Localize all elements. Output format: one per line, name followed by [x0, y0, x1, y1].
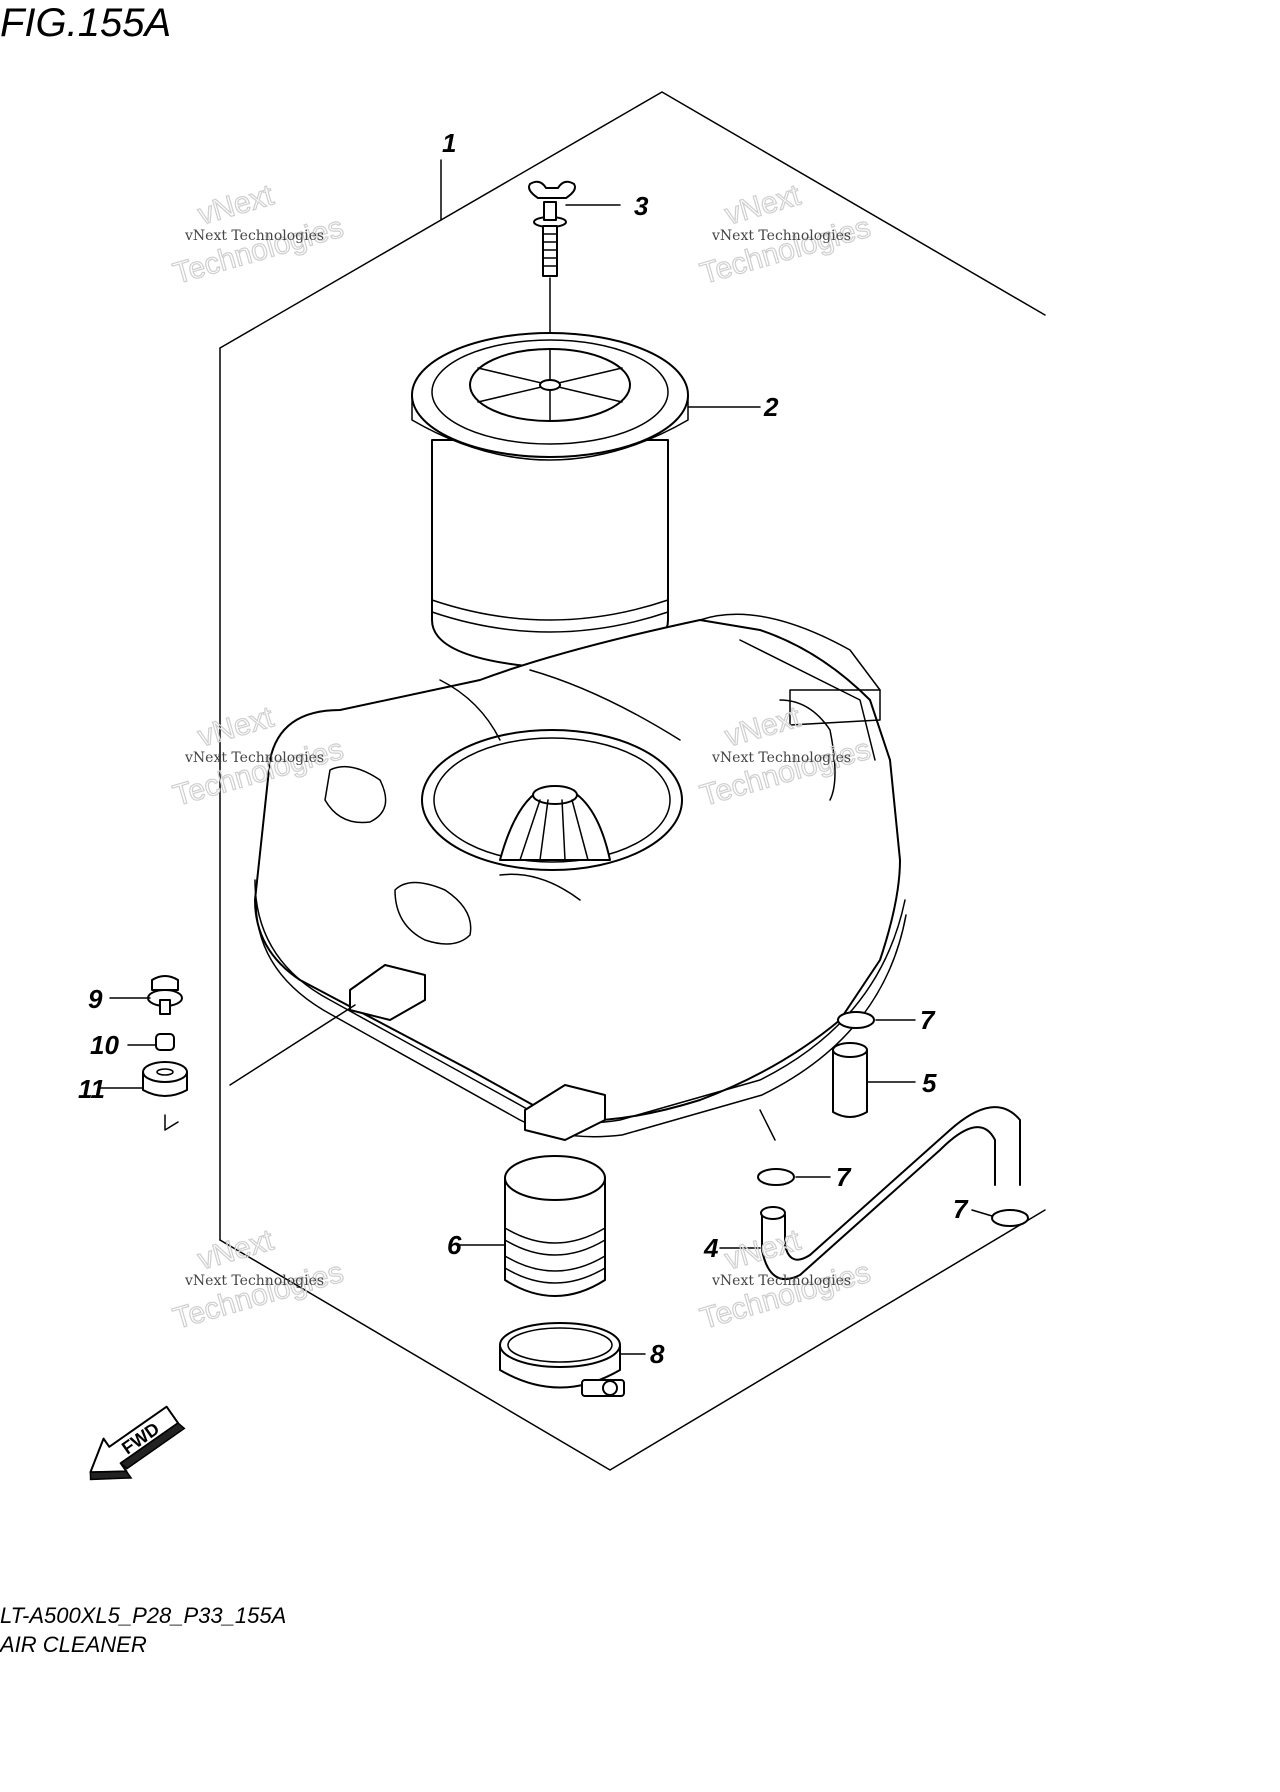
callout-7b: 7	[836, 1162, 852, 1192]
watermark-big: vNext	[721, 179, 804, 232]
callout-11: 11	[78, 1074, 105, 1104]
watermark-text: vNext Technologies	[711, 750, 851, 766]
callout-3: 3	[634, 191, 649, 221]
callout-1: 1	[442, 128, 456, 158]
part-filter-element	[411, 332, 761, 669]
watermark-big: vNext	[194, 1224, 277, 1277]
watermark-text: vNext Technologies	[184, 1273, 324, 1289]
figure-code: LT-A500XL5_P28_P33_155A	[0, 1603, 286, 1628]
watermark-big: vNext	[194, 701, 277, 754]
part-wing-bolt	[528, 180, 621, 381]
figure-name: AIR CLEANER	[0, 1632, 147, 1657]
callout-labels: 1 2 3 4 5 6 7 7 7 8 9 10 11	[78, 128, 969, 1369]
watermark-big: Technologies	[170, 211, 347, 291]
fwd-arrow-icon: FWD	[89, 1405, 186, 1481]
callout-10: 10	[90, 1030, 119, 1060]
watermark-text: vNext Technologies	[184, 750, 324, 766]
part-intake-boot	[459, 1155, 606, 1297]
part-mount-hardware	[99, 975, 188, 1131]
callout-8: 8	[650, 1339, 665, 1369]
watermark-big: vNext	[194, 179, 277, 232]
watermark-text: vNext Technologies	[711, 1273, 851, 1289]
callout-9: 9	[88, 984, 103, 1014]
watermark-text: vNext Technologies	[184, 228, 324, 244]
watermark-big: Technologies	[170, 1256, 347, 1336]
watermark-big: Technologies	[697, 211, 874, 291]
part-drain-tube-short	[832, 1042, 916, 1118]
part-hose-clip	[757, 1011, 1029, 1227]
watermark-big: Technologies	[697, 1256, 874, 1336]
callout-2: 2	[763, 392, 779, 422]
callout-7a: 7	[920, 1005, 936, 1035]
figure-title: FIG.155A	[0, 1, 171, 45]
watermark-big: vNext	[721, 1224, 804, 1277]
callout-5: 5	[922, 1068, 937, 1098]
part-drain-hose-long	[719, 1106, 1021, 1280]
part-hose-band	[499, 1322, 646, 1397]
assembly-boundary	[219, 91, 1046, 1471]
watermark-text: vNext Technologies	[711, 228, 851, 244]
callout-7c: 7	[953, 1194, 969, 1224]
callout-4: 4	[703, 1233, 719, 1263]
callout-6: 6	[447, 1230, 462, 1260]
part-air-cleaner-case	[229, 613, 907, 1141]
